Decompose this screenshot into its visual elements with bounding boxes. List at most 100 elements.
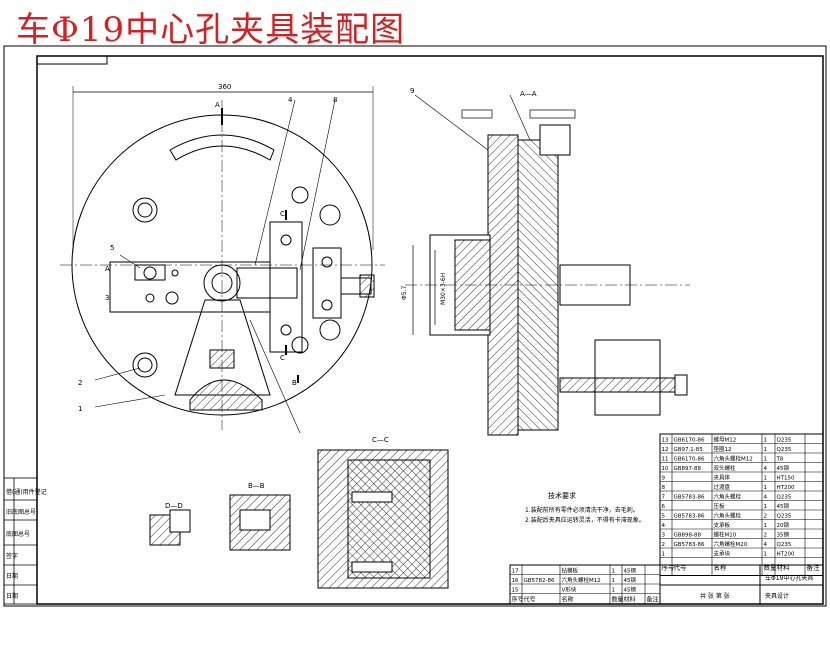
bom-cell-mat: Q235 [777, 447, 792, 453]
bom-cell-name: 过渡盘 [714, 483, 731, 491]
bom-header-mat: 材料 [777, 563, 791, 572]
bom-cell-qty: 4 [764, 494, 768, 500]
bom-cell-qty: 1 [764, 437, 768, 443]
bom-cell-mat: HT200 [777, 551, 795, 557]
strip-label-3: 底图总号 [6, 530, 30, 538]
bom-header-code: 代号 [674, 563, 688, 572]
bom-cell-name: 压板 [714, 502, 726, 510]
leader-a: A [105, 265, 110, 273]
drawing-title: 车Φ19中心孔夹具装配图 [16, 10, 406, 50]
bom-cell-no: 11 [662, 456, 669, 462]
strip-label-4: 签字 [6, 552, 18, 560]
bom-cell-qty: 1 [764, 504, 768, 510]
bom-cell-no: 2 [662, 542, 666, 548]
bom-cell-code: GB97.1-85 [674, 447, 704, 453]
bom-lower-cell-name: V形块 [562, 585, 577, 593]
bom-cell-code: GB6170-86 [674, 456, 706, 462]
bom-cell-name: 六角螺栓M20 [714, 540, 748, 548]
bom-cell-name: 垫圈12 [714, 445, 732, 453]
bom-lower-header-mat: 材料 [624, 596, 636, 604]
notes-line-1: 1.装配前所有零件必须清洗干净，去毛刺。 [525, 506, 639, 514]
bom-cell-mat: 20钢 [777, 521, 790, 529]
bom-cell-mat: T8 [776, 456, 784, 462]
bom-cell-name: 夹具体 [714, 473, 731, 481]
tech-notes: 技术要求 1.装配前所有零件必须清洗干净，去毛刺。 2.装配后夹具应运转灵活，不… [525, 491, 645, 524]
bom-lower-header-qty: 数量 [612, 596, 624, 604]
front-view-text: 360 A C C B 5 A 3 2 1 4 8 [78, 83, 337, 413]
section-cc-label: C—C [372, 436, 389, 444]
section-b: B [292, 379, 297, 387]
bom-lower-cell-no: 16 [512, 578, 519, 584]
bom-lower-cell-name: 钻模板 [562, 566, 579, 574]
bom-header-note: 备注 [807, 563, 821, 572]
dim-360: 360 [218, 83, 231, 91]
bom-cell-no: 3 [662, 532, 666, 538]
bom-cell-name: 双头螺柱 [714, 464, 737, 472]
section-aa [405, 94, 690, 436]
bom-cell-mat: Q235 [777, 513, 792, 519]
bom-cell-no: 8 [662, 485, 666, 491]
leader-1: 1 [78, 405, 82, 413]
bom-lower-header-name: 名称 [562, 596, 574, 604]
small-sections-text: D—D B—B C—C [165, 436, 389, 510]
title-block-text: 车Φ19中心孔夹具 夹具设计 共 张 第 张 [700, 574, 813, 600]
bom-cell-no: 10 [662, 466, 669, 472]
bom-cell-name: 支承板 [714, 521, 731, 529]
section-c-bottom: C [280, 354, 285, 362]
bom-lower-header-note: 备注 [647, 596, 659, 604]
section-c-top: C [280, 210, 285, 218]
bom-lower-cell-name: 六角头螺栓M12 [562, 576, 601, 584]
left-strip-labels: 借(通)用件登记 旧底图总号 底图总号 签字 日期 日期 [6, 488, 47, 600]
bom-lower-cell-mat: 45钢 [624, 585, 637, 593]
section-bb-label: B—B [248, 482, 265, 490]
bom-header-no: 序号 [662, 563, 676, 572]
bom-cell-name: 螺母M12 [714, 435, 737, 443]
bom-lower-cell-mat: 45钢 [624, 576, 637, 584]
bom-header-name: 名称 [714, 563, 728, 572]
bom-lower-cell-qty: 1 [612, 568, 616, 574]
strip-label-5: 日期 [6, 572, 18, 580]
bom-cell-no: 13 [662, 437, 669, 443]
strip-label-2: 旧底图总号 [6, 508, 36, 516]
bom-cell-mat: 35钢 [777, 530, 790, 538]
bom-cell-code: GB5783-86 [674, 542, 706, 548]
leader-8: 9 [410, 87, 414, 95]
bom-cell-code: GB897-88 [674, 466, 702, 472]
bom-lower-cell-mat: 45钢 [624, 566, 637, 574]
tb-drawing-name: 车Φ19中心孔夹具 [765, 574, 813, 582]
sheet-border [3, 45, 827, 607]
bom-cell-qty: 1 [764, 447, 768, 453]
bom-cell-qty: 1 [764, 475, 768, 481]
front-view [60, 86, 385, 434]
bom-lower-header-code: 代号 [524, 596, 536, 604]
bom-cell-code: GB898-88 [674, 532, 702, 538]
bom-cell-code: GB6170-86 [674, 437, 706, 443]
bom-cell-mat: Q235 [777, 494, 792, 500]
bom-cell-qty: 1 [764, 456, 768, 462]
bom-cell-mat: 45钢 [777, 464, 790, 472]
bom-cell-name: 六角头螺栓M12 [714, 454, 753, 462]
tb-sheet: 共 张 第 张 [700, 592, 730, 600]
bom-cell-qty: 2 [764, 513, 768, 519]
leader-3: 3 [105, 294, 109, 302]
leader-5: 5 [110, 244, 114, 252]
bom-cell-no: 6 [662, 504, 666, 510]
bom-cell-mat: Q235 [777, 542, 792, 548]
bom-cell-name: 螺柱M10 [714, 530, 737, 538]
leader-2: 2 [78, 379, 82, 387]
bom-cell-mat: HT150 [777, 475, 795, 481]
bom-cell-mat: HT200 [777, 485, 795, 491]
bom-cell-code: GB5783-86 [674, 513, 706, 519]
bom-cell-name: 支承块 [714, 549, 731, 557]
section-dd [149, 509, 191, 546]
bom-cell-qty: 2 [764, 532, 768, 538]
bom-cell-qty: 1 [764, 551, 768, 557]
bom-cell-no: 4 [662, 523, 666, 529]
section-bb [229, 494, 291, 551]
bom-lower-cell-no: 15 [512, 587, 519, 593]
leader-7: 8 [333, 96, 337, 104]
strip-label-1: 借(通)用件登记 [6, 488, 47, 496]
